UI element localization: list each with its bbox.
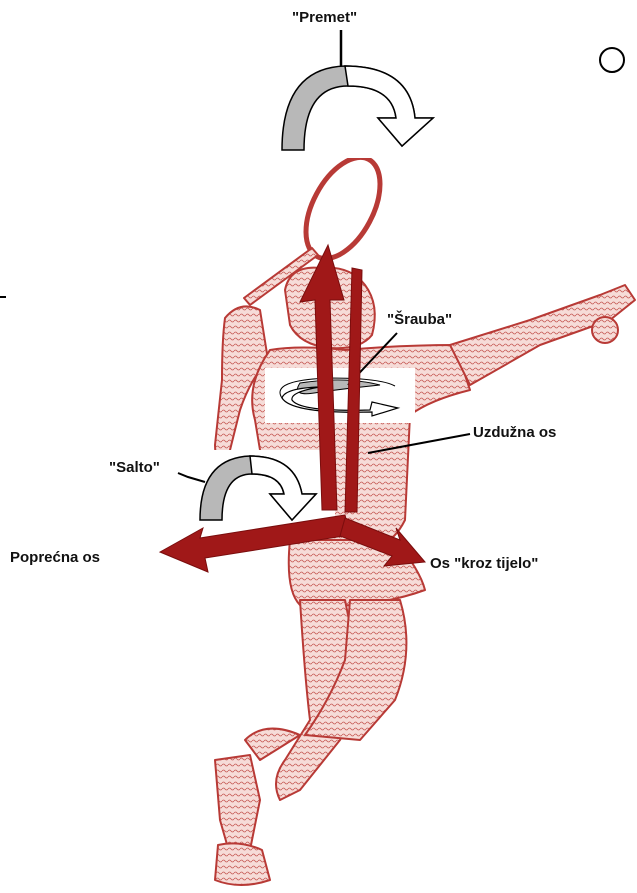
player-left-shin: [215, 755, 260, 855]
os-kroz-tijelo-label: Os "kroz tijelo": [430, 556, 538, 571]
salto-rotation-arrow: [195, 450, 335, 525]
tennis-ball: [592, 317, 618, 343]
premet-label: "Premet": [292, 10, 357, 25]
circle-marker: [600, 48, 624, 72]
uzduzna-os-label: Uzdužna os: [473, 425, 556, 440]
poprecna-os-label: Poprećna os: [10, 550, 100, 565]
srauba-rotation-arrow: [265, 368, 415, 423]
player-shoe: [215, 843, 270, 885]
srauba-label: "Šrauba": [387, 312, 452, 327]
premet-rotation-arrow: [276, 58, 446, 158]
salto-label: "Salto": [109, 460, 160, 475]
